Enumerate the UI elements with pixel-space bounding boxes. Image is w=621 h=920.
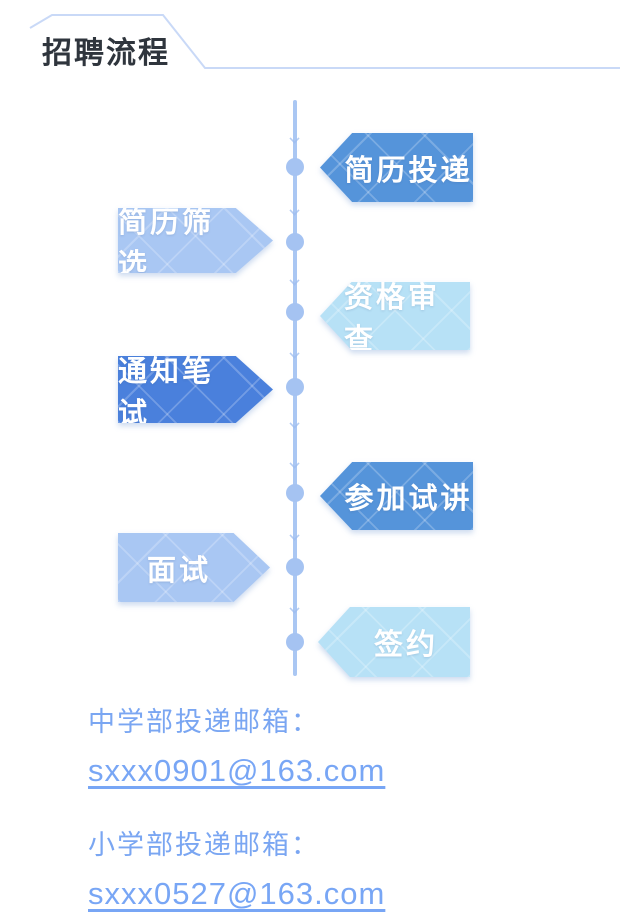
step-label: 签约: [373, 629, 438, 661]
timeline-tick-mark: [289, 418, 300, 429]
timeline-dot: [286, 233, 304, 251]
timeline-tick-mark: [289, 275, 300, 286]
timeline-dot: [286, 158, 304, 176]
contact-email-link[interactable]: sxxx0901@163.com: [88, 753, 386, 788]
contact-label: 小学部投递邮箱：: [88, 830, 320, 860]
step-label: 面试: [146, 554, 211, 587]
step-label: 简历筛选: [118, 206, 215, 281]
step-resume-submission: 简历投递: [320, 133, 473, 202]
timeline-dot: [286, 378, 304, 396]
step-label: 通知笔试: [118, 355, 215, 430]
timeline-tick-mark: [289, 133, 300, 144]
step-resume-screening: 简历筛选: [118, 208, 273, 273]
contact-middle-school: 中学部投递邮箱： sxxx0901@163.com: [88, 700, 385, 823]
timeline-tick-mark: [289, 530, 300, 541]
page-title: 招聘流程: [42, 37, 170, 70]
contact-email-link[interactable]: sxxx0527@163.com: [88, 876, 386, 911]
contact-label: 中学部投递邮箱：: [88, 707, 320, 737]
step-label: 简历投递: [344, 154, 473, 187]
step-label: 资格审查: [344, 282, 441, 356]
step-qualification-review: 资格审查: [320, 282, 470, 350]
timeline-tick-mark: [289, 348, 300, 359]
timeline-tick-mark: [289, 603, 300, 614]
timeline-dot: [286, 558, 304, 576]
step-signing: 签约: [318, 607, 470, 677]
step-written-test-notice: 通知笔试: [118, 356, 273, 423]
step-label: 参加试讲: [344, 483, 473, 515]
contact-primary-school: 小学部投递邮箱： sxxx0527@163.com: [88, 823, 385, 920]
step-interview: 面试: [118, 533, 270, 602]
timeline-tick-mark: [289, 458, 300, 469]
timeline-dot: [286, 303, 304, 321]
timeline-tick-mark: [289, 205, 300, 216]
timeline-dot: [286, 484, 304, 502]
contact-section: 中学部投递邮箱： sxxx0901@163.com 小学部投递邮箱： sxxx0…: [88, 700, 385, 920]
header-decoration-line: [29, 14, 620, 69]
step-trial-lecture: 参加试讲: [320, 462, 473, 530]
timeline-dot: [286, 633, 304, 651]
